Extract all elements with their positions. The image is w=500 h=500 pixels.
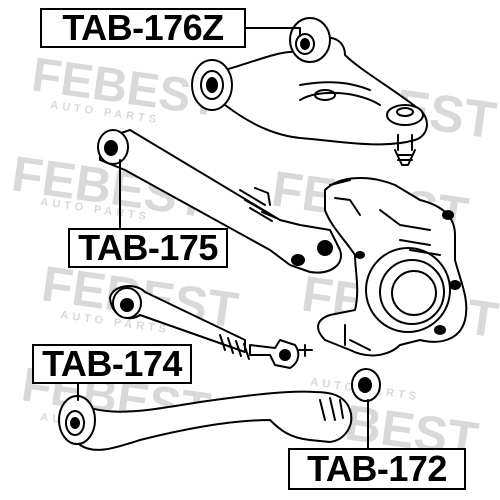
part-label-tab-172: TAB-172 xyxy=(288,448,466,490)
trailing-arm xyxy=(97,129,342,274)
part-label-tab-176z: TAB-176Z xyxy=(40,8,246,48)
steering-knuckle xyxy=(317,177,468,357)
lateral-link xyxy=(109,285,313,369)
part-label-tab-174: TAB-174 xyxy=(32,344,192,384)
leader-176z xyxy=(245,27,301,37)
lower-arm xyxy=(58,368,381,451)
part-label-tab-175: TAB-175 xyxy=(68,228,228,268)
